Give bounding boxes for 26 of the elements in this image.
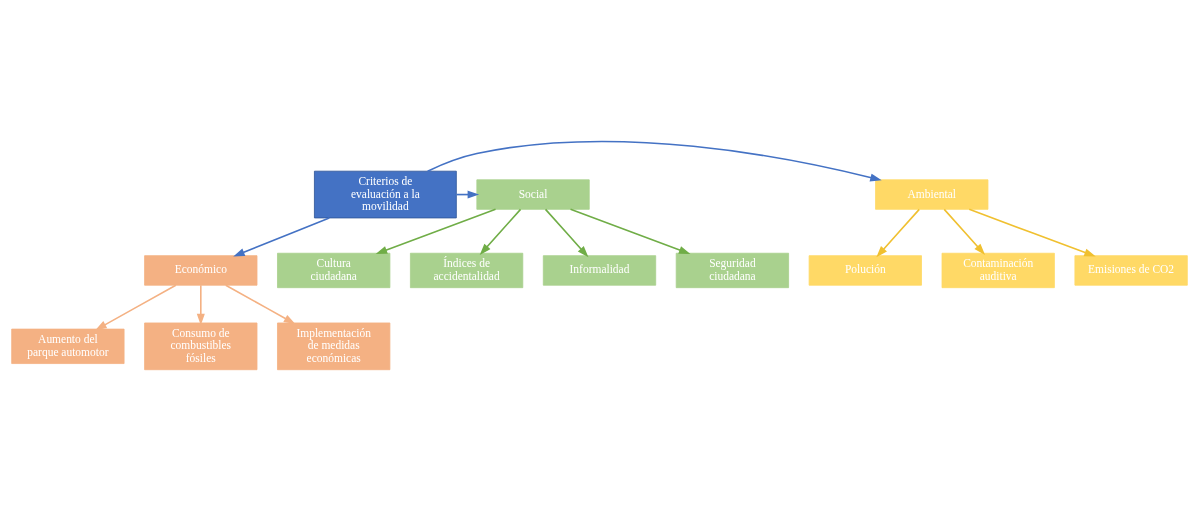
arrow: [968, 208, 1096, 256]
arrow: [943, 208, 986, 255]
node-box: Informalidad: [542, 254, 657, 286]
node-box: Cultura ciudadana: [277, 252, 391, 288]
arrow: [233, 216, 331, 257]
node-box: Criterios de evaluación a la movilidad: [314, 170, 457, 218]
node-box: Aumento del parque automotor: [11, 328, 125, 364]
arrow: [196, 283, 205, 325]
node-box: Polución: [808, 254, 922, 286]
node-box: Social: [476, 178, 590, 210]
arrow: [375, 208, 497, 254]
arrow: [569, 208, 691, 254]
arrow: [876, 208, 921, 257]
node-box: Índices de accidentalidad: [410, 252, 524, 288]
node-box: Seguridad ciudadana: [675, 252, 789, 288]
node-box: Ambiental: [875, 178, 989, 210]
arrow: [95, 283, 177, 330]
arrow: [224, 283, 296, 324]
node-box: Contaminación auditiva: [941, 252, 1055, 288]
node-box: Consumo de combustibles fósiles: [144, 322, 258, 370]
arrow: [479, 208, 522, 255]
arrow: [426, 140, 882, 181]
node-box: Emisiones de CO2: [1074, 254, 1188, 286]
arrow: [544, 208, 589, 257]
node-box: Económico: [144, 254, 258, 286]
node-box: Implementación de medidas económicas: [277, 322, 391, 370]
